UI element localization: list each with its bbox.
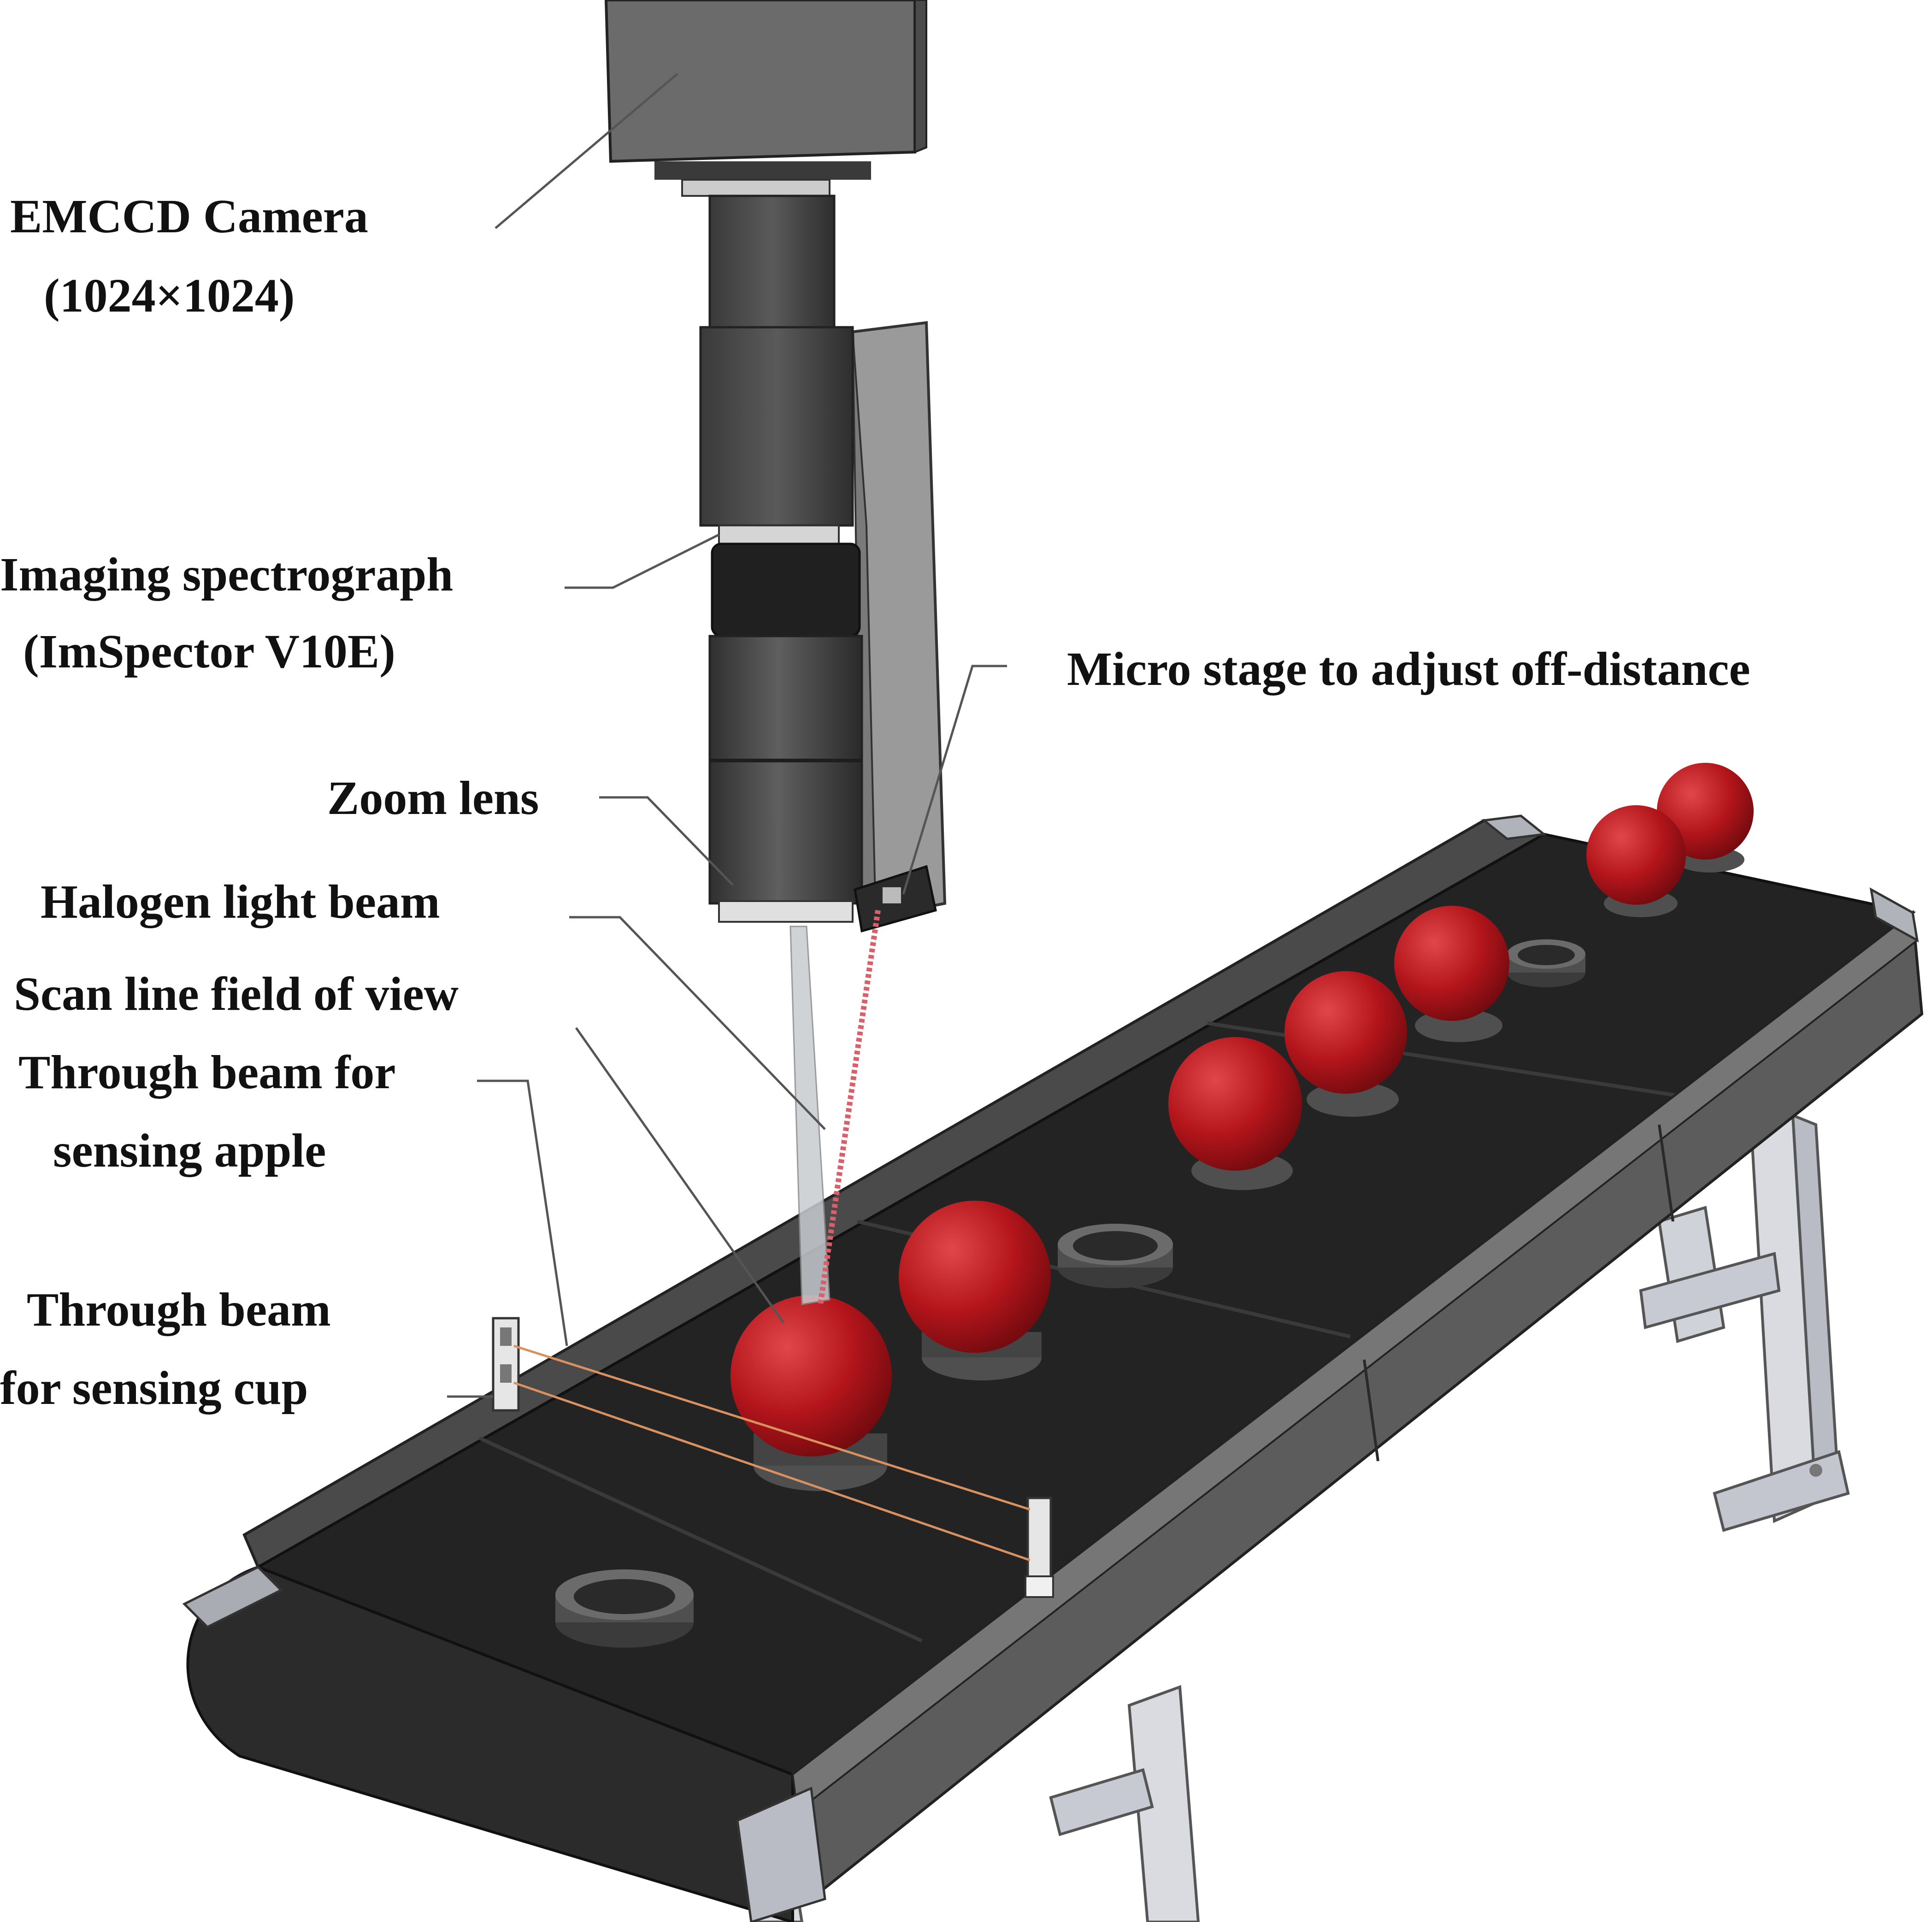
label-through-cup-line2: for sensing cup [0,1362,308,1415]
label-imspector-model: (ImSpector V10E) [23,628,395,676]
through-beam-sensors [492,1317,1054,1598]
label-imaging-spectrograph: Imaging spectrograph [0,551,453,599]
label-spectrograph-line2: (ImSpector V10E) [23,625,395,678]
empty-cups [555,939,1585,1648]
apple-2 [899,1201,1051,1380]
label-through-apple-line1: Through beam for [18,1046,396,1099]
label-halogen-text: Halogen light beam [41,875,440,928]
label-emccd-camera-line2: (1024×1024) [44,269,295,322]
label-spectrograph-line1: Imaging spectrograph [0,548,454,601]
label-through-beam-cup-2: for sensing cup [0,1364,308,1412]
label-micro-stage: Micro stage to adjust off-distance [1067,645,1750,693]
label-through-beam-apple-2: sensing apple [53,1127,326,1175]
halogen-light-beam [818,910,881,1305]
apple-1-under-scan [730,1295,892,1491]
label-emccd-camera: EMCCD Camera [10,193,368,241]
apple-3 [1168,1037,1302,1190]
label-emccd-camera-resolution: (1024×1024) [44,272,295,320]
label-scan-line-text: Scan line field of view [14,967,459,1020]
leader-lines [447,73,1007,1398]
label-halogen-light-beam: Halogen light beam [41,878,440,926]
conveyor [182,814,1924,1922]
label-through-apple-line2: sensing apple [53,1124,326,1177]
label-zoom-lens: Zoom lens [327,774,539,822]
camera-assembly [604,0,947,933]
label-through-beam-cup: Through beam [27,1286,331,1334]
label-emccd-camera-line1: EMCCD Camera [10,190,368,243]
label-through-cup-line1: Through beam [27,1283,331,1336]
apple-6 [1586,805,1686,917]
apple-4 [1284,971,1407,1117]
label-scan-line-fov: Scan line field of view [14,970,459,1018]
label-through-beam-apple: Through beam for [18,1049,396,1097]
label-micro-stage-text: Micro stage to adjust off-distance [1067,643,1750,696]
label-zoom-lens-text: Zoom lens [327,772,539,825]
apples [730,763,1754,1491]
apple-5 [1394,906,1509,1042]
